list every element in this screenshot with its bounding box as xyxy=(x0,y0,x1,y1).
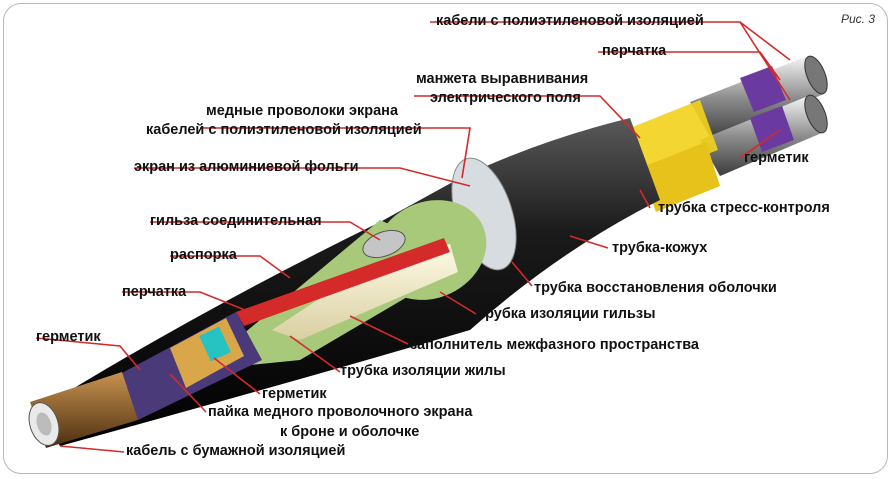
label-copper-wires-1: медные проволоки экрана xyxy=(206,103,399,119)
label-core-insulation: трубка изоляции жилы xyxy=(340,363,506,379)
label-pe-cables: кабели с полиэтиленовой изоляцией xyxy=(436,13,704,29)
label-sleeve-insulation: трубка изоляции гильзы xyxy=(478,306,656,322)
label-sealant-left: герметик xyxy=(36,329,101,345)
label-filler: заполнитель межфазного пространства xyxy=(410,337,699,353)
solder-zone xyxy=(170,318,244,388)
figure-number: Рис. 3 xyxy=(840,12,875,26)
label-sheath-restore: трубка восстановления оболочки xyxy=(534,280,777,296)
spacer-shape xyxy=(236,238,450,326)
label-solder-1: пайка медного проволочного экрана xyxy=(208,404,473,420)
label-stress-cone-1: манжета выравнивания xyxy=(416,71,589,87)
label-glove-top: перчатка xyxy=(602,43,667,59)
label-sealant-right: герметик xyxy=(744,150,809,166)
label-sealant-bottom: герметик xyxy=(262,386,327,402)
pe-cables xyxy=(630,55,828,212)
label-paper-cable: кабель с бумажной изоляцией xyxy=(126,443,346,459)
core-insulation-shape xyxy=(272,244,458,340)
label-copper-wires-2: кабелей с полиэтиленовой изоляцией xyxy=(146,122,422,138)
label-jacket-tube: трубка-кожух xyxy=(612,240,708,256)
connector-shape xyxy=(362,229,406,259)
label-solder-2: к броне и оболочке xyxy=(280,424,420,440)
label-stress-tube: трубка стресс-контроля xyxy=(658,200,830,216)
label-stress-cone-2: электрического поля xyxy=(430,90,581,106)
leader-lines xyxy=(35,21,791,453)
sealant-band xyxy=(199,326,231,362)
paper-cable-core xyxy=(36,412,52,436)
label-spacer: распорка xyxy=(170,247,237,263)
figure-frame xyxy=(3,3,888,474)
label-glove-left: перчатка xyxy=(122,284,187,300)
label-connector: гильза соединительная xyxy=(150,213,322,229)
label-al-foil: экран из алюминиевой фольги xyxy=(134,159,359,175)
